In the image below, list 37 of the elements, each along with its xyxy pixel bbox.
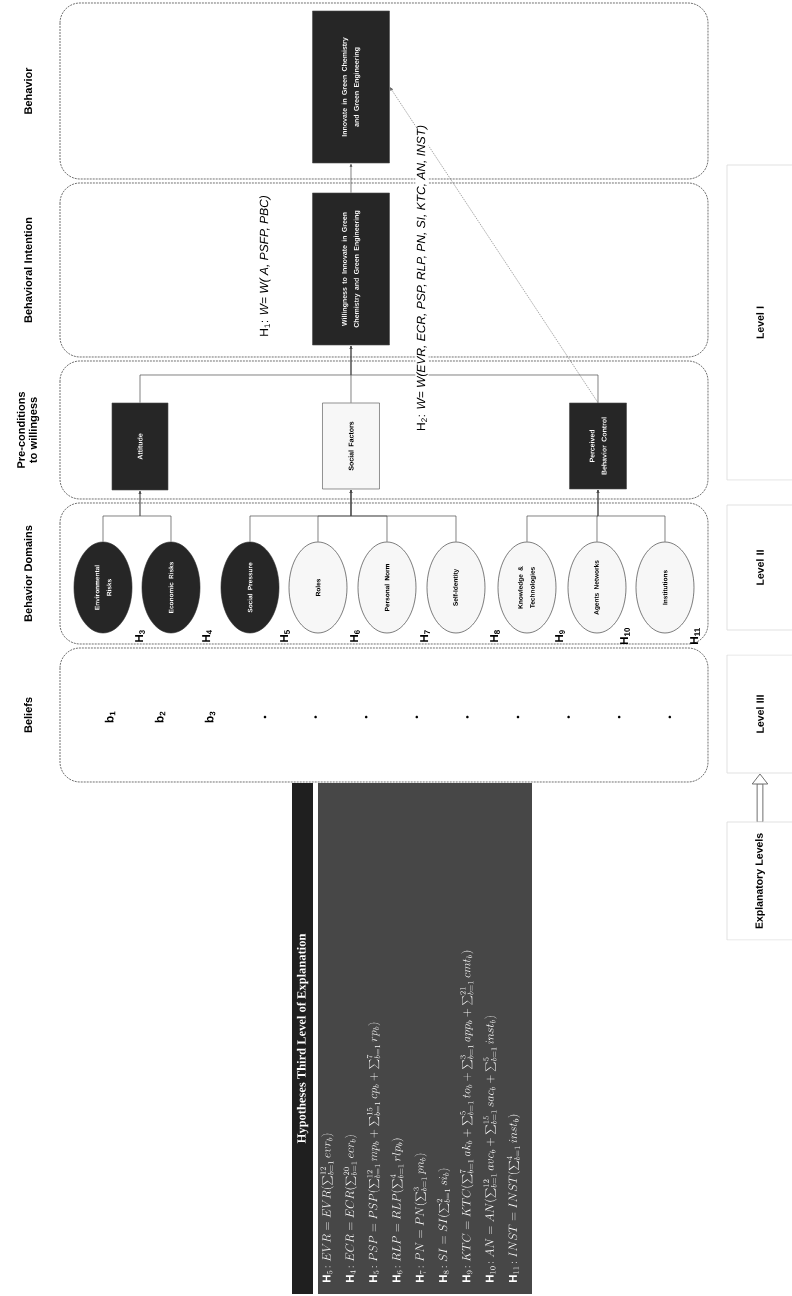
formula: $\mathbf{H}_{10}\!: AN = AN(\sum_{b=1}^{12} avc_b + \sum_{b=1}^{15} sac_b + \sum_{b=1}^{5} inst_b)$: [483, 1015, 497, 1282]
hypotheses-panel: [292, 783, 532, 1294]
column-heading: Behavior: [23, 67, 33, 114]
hypothesis-label: H$_{8}$: [490, 630, 500, 642]
arrow: [349, 345, 599, 404]
level-box: Level I: [726, 164, 792, 481]
column-heading: Behavior Domains: [23, 525, 33, 622]
level-box: Explanatory Levels: [726, 821, 792, 941]
belief-label: b$_{1}$: [104, 711, 116, 723]
arrow: [138, 490, 172, 543]
panel-heading: Hypotheses Third Level of Explanation: [296, 933, 309, 1144]
column-heading: Beliefs: [23, 697, 33, 733]
block-arrow: [751, 773, 769, 822]
level-box: Level III: [726, 654, 792, 774]
column-heading: Pre-conditions to willingess: [16, 391, 40, 468]
arrow: [349, 489, 457, 543]
arrow: [389, 87, 599, 403]
arrow: [349, 163, 353, 194]
hypothesis-label: H$_{1}$: W= W( A, PSFP, PBC): [258, 194, 272, 338]
arrow: [596, 489, 666, 543]
hypothesis-label: H$_{5}$: [280, 630, 290, 642]
hypothesis-label: H$_{9}$: [555, 630, 565, 642]
formula: $\mathbf{H}_6\!: RLP = RLP(\sum_{b=1}^{4} rlp_b)$: [390, 1138, 404, 1282]
formula: $\mathbf{H}_{11}\!: INST = INST(\sum_{b=1}^{4} inst_b)$: [506, 1114, 520, 1282]
formula: $\mathbf{H}_4\!: ECR = ECR(\sum_{b=1}^{20} ecr_b)$: [343, 1135, 357, 1282]
hypothesis-label: H$_{4}$: [202, 629, 212, 642]
formula: $\mathbf{H}_9\!: KTC = KTC(\sum_{b=1}^{7} ak_b + \sum_{b=1}^{5} to_b + \sum_{b=1}^{3} app_b + \sum_{b=1}^{21} cmt_b)$: [460, 950, 474, 1282]
formula: $\mathbf{H}_5\!: EVR = EVR(\sum_{b=1}^{12} evr_b)$: [320, 1133, 334, 1282]
belief-label: b$_{2}$: [154, 711, 166, 723]
formula: $\mathbf{H}_8\!: SI = SI(\sum_{b=1}^{2} si_b)$: [436, 1168, 451, 1282]
belief-label: b$_{3}$: [204, 711, 216, 723]
hypothesis-label: H$_{6}$: [350, 630, 360, 642]
level-box: Level II: [726, 504, 792, 631]
formula: $\mathbf{H}_5\!: PSP = PSP(\sum_{b=1}^{12} mp_b + \sum_{b=1}^{15} cp_b + \sum_{b=1}^{7} rp_b)$: [366, 1022, 381, 1282]
formula: $\mathbf{H}_7\!: PN = PN(\sum_{b=1}^{3} pn_b)$: [413, 1153, 427, 1282]
hypothesis-label: H$_{2}$: W= W(EVR, ECR, PSP, RLP, PN, SI, KTC, AN, INST): [415, 124, 429, 432]
column-heading: Behavioral Intention: [23, 217, 33, 323]
